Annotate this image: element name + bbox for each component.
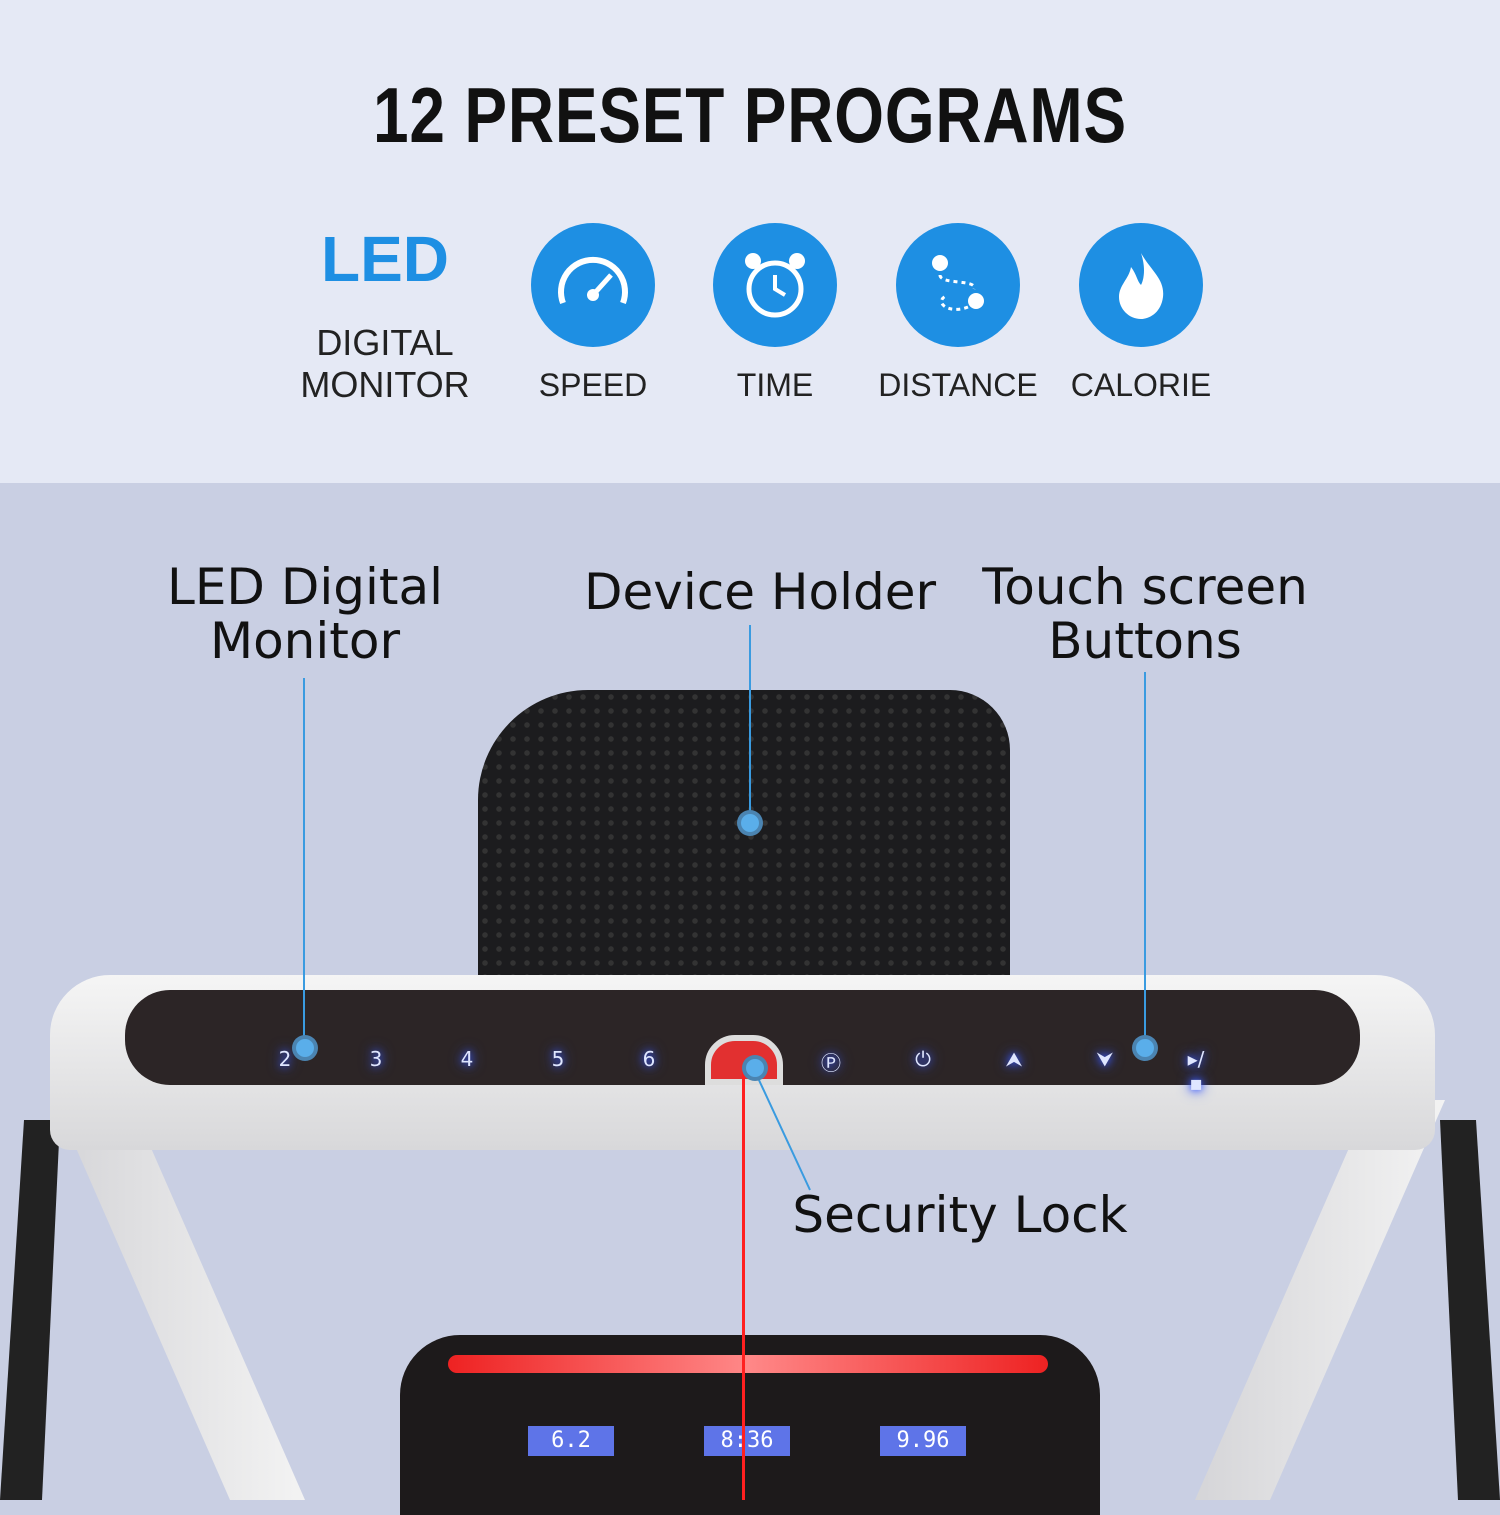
red-laser-line: [742, 1070, 745, 1500]
callout-security-lock: Security Lock: [792, 1186, 1128, 1244]
feature-label: DISTANCE: [878, 367, 1038, 403]
flame-icon: [1079, 223, 1203, 347]
feature-label: SPEED: [538, 367, 648, 403]
led-heading: LED: [321, 223, 449, 295]
callout-device-holder: Device Holder: [583, 563, 937, 621]
feature-label: TIME: [736, 367, 814, 403]
time-display: 8:36: [704, 1426, 790, 1456]
left-upright: [0, 1120, 60, 1500]
panel-button-2[interactable]: 3: [369, 1047, 383, 1071]
callout-dot: [292, 1035, 318, 1061]
panel-button-4[interactable]: 5: [551, 1047, 565, 1071]
callout-line: LED Digital: [166, 558, 443, 616]
panel-button-5[interactable]: 6: [642, 1047, 656, 1071]
panel-button-1[interactable]: 2: [278, 1047, 292, 1071]
callout-line-touch: [1144, 672, 1146, 1042]
panel-button-6[interactable]: Ⓟ: [821, 1051, 841, 1075]
feature-time: TIME: [675, 223, 875, 404]
callout-dot: [742, 1055, 768, 1081]
callout-dot: [737, 810, 763, 836]
callout-line: Buttons: [1048, 612, 1242, 670]
red-light-bar: [448, 1355, 1048, 1373]
speed-display: 6.2: [528, 1426, 614, 1456]
callout-line-monitor: [303, 678, 305, 1048]
distance-display: 9.96: [880, 1426, 966, 1456]
right-upright: [1440, 1120, 1500, 1500]
subtitle-line: DIGITAL: [316, 322, 454, 363]
subtitle-line: MONITOR: [300, 364, 470, 405]
speedometer-icon: [531, 223, 655, 347]
callout-line: Monitor: [209, 612, 401, 670]
right-arm: [1195, 1100, 1445, 1500]
alarm-clock-icon: [713, 223, 837, 347]
callout-line: Touch screen: [982, 558, 1308, 616]
panel-button-3[interactable]: 4: [460, 1047, 474, 1071]
route-icon: [896, 223, 1020, 347]
feature-speed: SPEED: [493, 223, 693, 404]
callout-dot: [1132, 1035, 1158, 1061]
left-arm: [55, 1100, 305, 1500]
feature-distance: DISTANCE: [858, 223, 1058, 404]
callout-line-holder: [749, 625, 751, 820]
callout-line-lock: [751, 1064, 811, 1191]
page-title: 12 PRESET PROGRAMS: [372, 71, 1128, 159]
feature-label: CALORIE: [1070, 367, 1212, 403]
panel-button-10[interactable]: ▸/▪: [1187, 1047, 1205, 1095]
panel-button-7[interactable]: ⏻: [915, 1047, 931, 1071]
panel-button-8[interactable]: ⮝: [1005, 1047, 1023, 1071]
feature-calorie: CALORIE: [1041, 223, 1241, 404]
panel-button-9[interactable]: ⮟: [1096, 1047, 1114, 1071]
